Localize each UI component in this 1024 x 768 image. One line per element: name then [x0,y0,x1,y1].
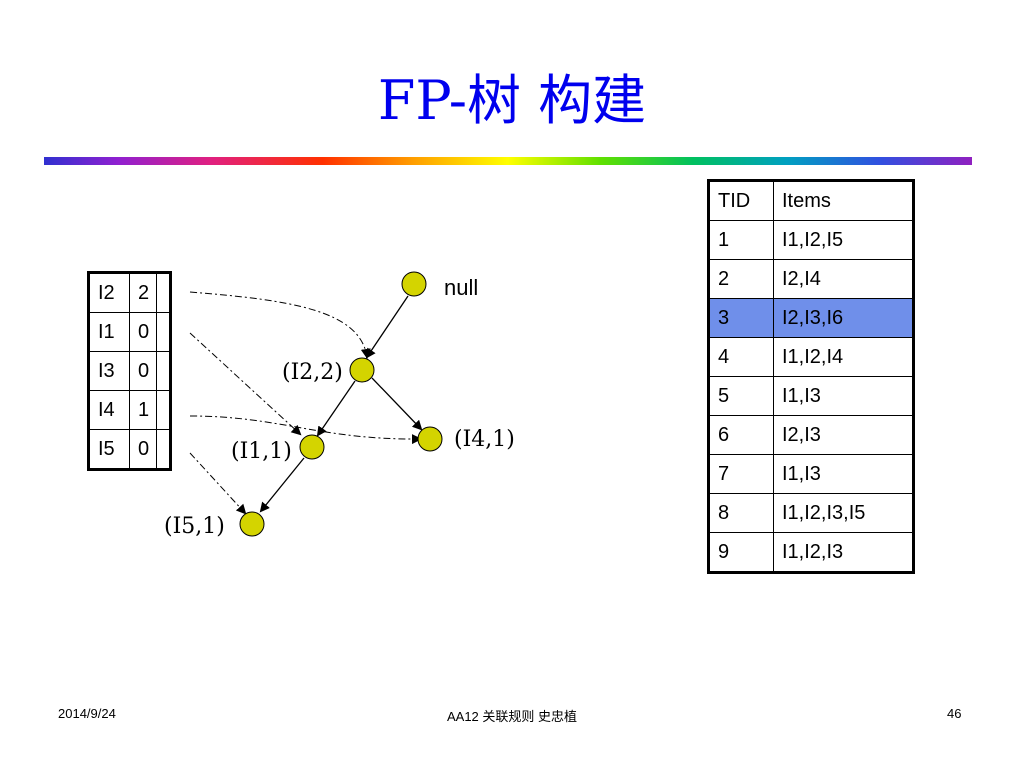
footer-page: 46 [947,706,962,721]
slide-title: FP-树 构建 [377,69,647,132]
tree-node-null [401,271,427,297]
items-cell: I2,I4 [773,259,914,299]
footer-center: AA12 关联规则 史忠植 [446,709,578,724]
tree-edge [316,380,356,437]
items-cell: I2,I3 [773,415,914,455]
tid-cell: 2 [708,259,774,299]
node-label-null: null [444,275,478,300]
node-link [189,291,371,359]
tree-node-i4 [417,426,443,452]
items-cell: I1,I2,I3 [773,532,914,573]
footer-date: 2014/9/24 [58,706,116,721]
node-label-i1: (I1,1) [231,439,292,464]
count-cell: 0 [129,429,157,470]
node-link [189,332,302,436]
tree-edge [365,295,409,359]
tid-cell: 3 [708,298,774,338]
item-cell: I2 [88,272,130,313]
node-label-i2: (I2,2) [282,360,343,385]
node-link [189,452,247,515]
link-cell [156,429,171,470]
items-cell: I1,I3 [773,376,914,416]
node-link [189,415,422,445]
tree-node-i2 [349,357,375,383]
tid-cell: 4 [708,337,774,377]
rainbow-divider [44,157,972,165]
tree-node-i1 [299,434,325,460]
count-cell: 0 [129,312,157,352]
node-label-i4: (I4,1) [454,427,515,452]
tree-edge [371,377,423,431]
tree-node-i5 [239,511,265,537]
tree-edge [259,457,305,513]
items-header: Items [773,180,914,221]
item-cell: I5 [88,429,130,470]
items-cell: I1,I2,I5 [773,220,914,260]
transaction-header-row: TID Items [708,180,914,221]
tid-cell: 5 [708,376,774,416]
count-cell: 1 [129,390,157,430]
node-label-i5: (I5,1) [164,514,225,539]
